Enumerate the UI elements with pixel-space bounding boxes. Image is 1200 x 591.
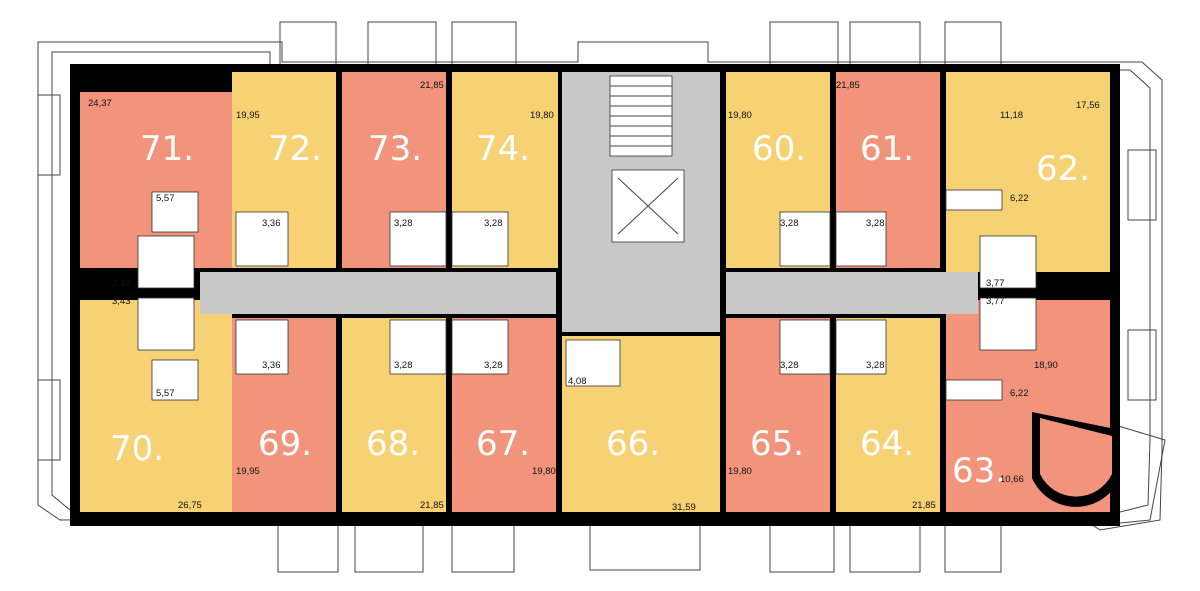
apartment-63-number: 63. (952, 451, 1006, 491)
area-label: 3,36 (262, 360, 281, 371)
area-label: 21,85 (420, 500, 444, 511)
area-label: 19,80 (532, 466, 556, 477)
area-label: 26,75 (178, 500, 202, 511)
area-label: 10,66 (1000, 474, 1024, 485)
area-label: 3,28 (484, 218, 503, 229)
area-label: 3,28 (394, 360, 413, 371)
area-label: 3,77 (986, 296, 1005, 307)
apartment-68-number: 68. (366, 424, 420, 464)
area-label: 3,28 (866, 218, 885, 229)
apartment-64-number: 64. (860, 424, 914, 464)
area-label: 3,28 (866, 360, 885, 371)
elevator-icon (611, 169, 685, 243)
area-label: 11,18 (1000, 110, 1023, 121)
area-label: 19,80 (728, 466, 752, 477)
bay-window (1032, 412, 1120, 507)
area-label: 3,28 (484, 360, 503, 371)
apartment-69-number: 69. (258, 424, 312, 464)
area-label: 3,43 (112, 296, 131, 307)
area-label: 4,08 (568, 376, 587, 387)
area-label: 19,95 (236, 466, 260, 477)
apartment-73-number: 73. (368, 129, 422, 169)
area-label: 21,85 (420, 80, 444, 91)
apartment-60-number: 60. (752, 129, 806, 169)
bathroom-blocks (137, 189, 1037, 401)
apartment-70-number: 70. (110, 429, 164, 469)
area-label: 19,80 (530, 110, 554, 121)
area-label: 19,80 (728, 110, 752, 121)
corridor-west (200, 272, 556, 314)
apartment-74-number: 74. (476, 129, 530, 169)
apartment-72-number: 72. (268, 129, 322, 169)
area-label: 3,77 (986, 278, 1005, 289)
apartment-71-number: 71. (140, 129, 194, 169)
area-label: 19,95 (236, 110, 260, 121)
area-label: 6,22 (1010, 388, 1029, 399)
apartment-62-number: 62. (1036, 149, 1090, 189)
area-label: 18,90 (1034, 360, 1058, 371)
area-label: 21,85 (912, 500, 936, 511)
area-label: 3,28 (780, 218, 799, 229)
area-label: 3,43 (112, 278, 131, 289)
stair-icon (609, 75, 673, 157)
area-label: 24,37 (88, 98, 112, 109)
corridor-east (726, 272, 978, 314)
apartment-67-number: 67. (476, 424, 530, 464)
area-label: 5,57 (156, 388, 175, 399)
area-label: 3,28 (780, 360, 799, 371)
apartment-65-number: 65. (750, 424, 804, 464)
area-label: 5,57 (156, 193, 175, 204)
area-label: 17,56 (1076, 100, 1100, 111)
area-label: 6,22 (1010, 193, 1029, 204)
apartment-61-number: 61. (860, 129, 914, 169)
area-label: 3,28 (394, 218, 413, 229)
area-label: 21,85 (836, 80, 860, 91)
apartment-66-number: 66. (606, 424, 660, 464)
area-label: 31,59 (672, 502, 696, 513)
area-label: 3,36 (262, 218, 281, 229)
